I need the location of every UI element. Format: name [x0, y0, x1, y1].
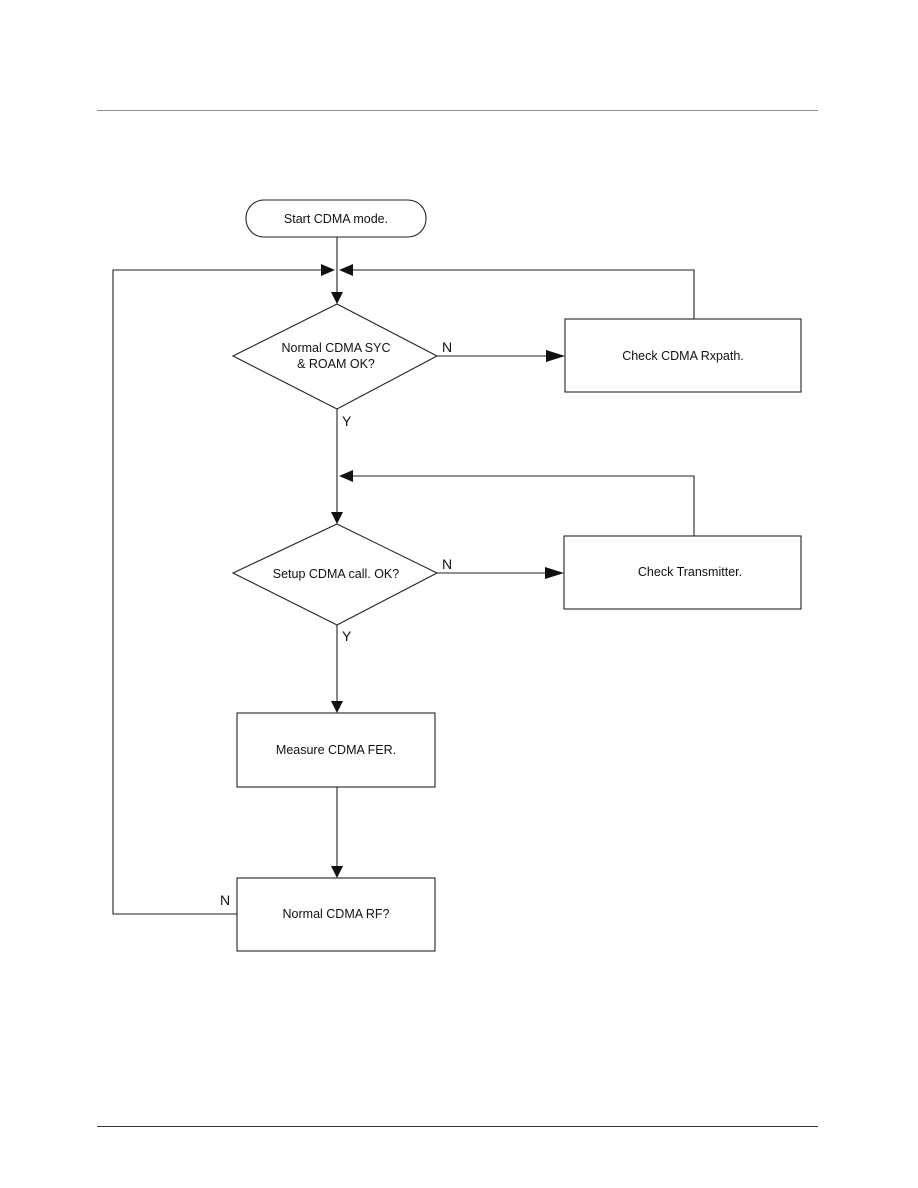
call-no-label: N	[442, 556, 452, 572]
header-rule	[97, 110, 818, 111]
check-rx-node: Check CDMA Rxpath.	[564, 318, 802, 393]
call-yes-label: Y	[342, 628, 352, 644]
arrowhead-into-sync	[331, 292, 343, 304]
sync-no-label: N	[442, 339, 452, 355]
arrowhead-rx-loop	[339, 264, 353, 276]
rf-no-label: N	[220, 892, 230, 908]
sync-decision-node: Normal CDMA SYC & ROAM OK?	[231, 303, 439, 410]
measure-fer-label: Measure CDMA FER.	[276, 743, 396, 757]
arrowhead-into-rf	[331, 866, 343, 878]
sync-yes-label: Y	[342, 413, 352, 429]
check-tx-node: Check Transmitter.	[563, 535, 802, 610]
arrowhead-into-check-rx	[546, 350, 565, 362]
check-tx-label: Check Transmitter.	[638, 565, 742, 579]
call-decision-node: Setup CDMA call. OK?	[231, 523, 439, 626]
measure-fer-node: Measure CDMA FER.	[236, 712, 436, 788]
arrowhead-tx-loop	[339, 470, 353, 482]
start-node-label: Start CDMA mode.	[284, 212, 388, 226]
arrowhead-into-measure	[331, 701, 343, 713]
connector-rx-loop	[345, 269, 695, 319]
connectors	[112, 237, 695, 915]
rf-check-label: Normal CDMA RF?	[283, 907, 390, 921]
rf-check-node: Normal CDMA RF?	[236, 877, 436, 952]
start-node: Start CDMA mode.	[245, 199, 427, 238]
arrowhead-into-call	[331, 512, 343, 524]
arrowhead-rf-loop	[321, 264, 335, 276]
sync-decision-label-line1: Normal CDMA SYC	[281, 341, 390, 355]
connector-tx-loop	[345, 475, 695, 536]
call-decision-label: Setup CDMA call. OK?	[273, 567, 399, 581]
sync-decision-label-line2: & ROAM OK?	[297, 357, 375, 371]
connector-rf-loop	[112, 269, 329, 915]
arrowhead-into-check-tx	[545, 567, 564, 579]
branch-labels: N Y N Y N	[220, 339, 452, 908]
check-rx-label: Check CDMA Rxpath.	[622, 349, 744, 363]
footer-rule	[97, 1126, 818, 1127]
